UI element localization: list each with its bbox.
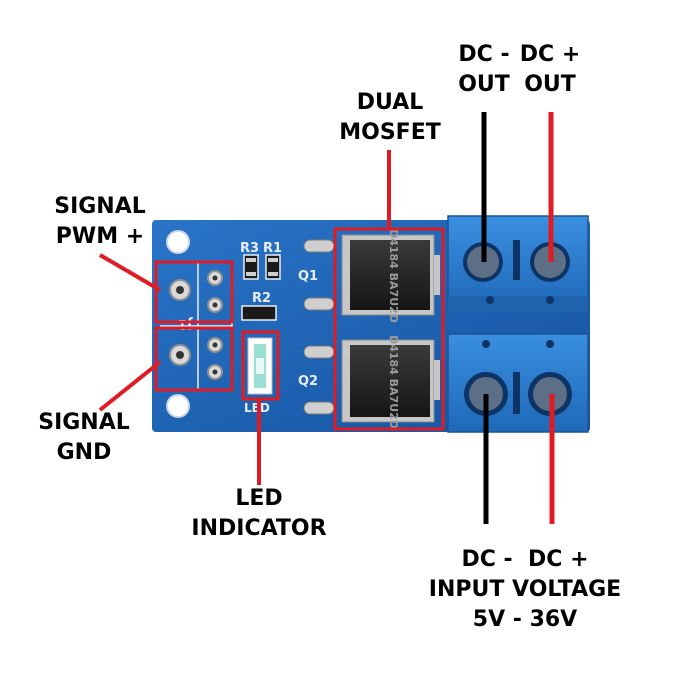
label-signal-gnd-line2: GND [56,440,112,465]
label-dc-input: DC - DC + INPUT VOLTAGE 5V - 36V [410,545,640,635]
terminal-block-in [447,333,589,433]
mounting-hole-bottom [166,394,190,418]
label-dc-out-plus-line2: OUT [524,72,576,97]
label-dc-out-minus-line1: DC - [458,42,510,67]
label-dc-input-line1: DC - DC + [461,547,589,572]
led-component [247,337,273,395]
silk-r1: R1 [263,241,282,256]
label-signal-pwm: SIGNAL PWM + [40,192,160,252]
pointer-pwm [98,253,162,292]
label-dc-out-plus: DC + OUT [510,40,590,100]
silk-r2: R2 [252,291,271,306]
mosfet-q1-marking: D4184 BA7U2D [387,229,400,323]
pointer-lines [98,112,555,524]
highlight-gnd [154,326,234,392]
mosfet-q1 [341,234,440,316]
mosfet-q2-marking: D4184 BA7U2D [387,335,400,429]
label-dual-mosfet-line1: DUAL [356,90,424,115]
label-signal-gnd-line1: SIGNAL [38,410,130,435]
silk-q2: Q2 [298,374,318,389]
pointer-gnd [98,360,162,412]
smd-resistors [241,254,281,321]
header-j1 [160,261,233,391]
label-signal-pwm-line1: SIGNAL [54,194,146,219]
label-dual-mosfet-line2: MOSFET [339,120,441,145]
label-dc-input-line3: 5V - 36V [472,607,578,632]
label-dual-mosfet: DUAL MOSFET [325,88,455,148]
mosfet-leads [303,239,335,415]
label-dc-input-line2: INPUT VOLTAGE [428,577,622,602]
label-led-indicator-line2: INDICATOR [191,516,327,541]
label-led-indicator-line1: LED [235,486,283,511]
label-dc-out-minus: DC - OUT [444,40,524,100]
label-signal-pwm-line2: PWM + [55,224,145,249]
silk-led: LED [244,401,270,415]
label-signal-gnd: SIGNAL GND [24,408,144,468]
label-dc-out-plus-line1: DC + [519,42,581,67]
terminal-block-out [447,215,589,312]
mounting-hole-top [166,230,190,254]
highlight-led [241,330,280,401]
mosfet-q2 [341,339,440,423]
label-dc-out-minus-line2: OUT [458,72,510,97]
silk-q1: Q1 [298,269,318,284]
label-led-indicator: LED INDICATOR [189,484,329,544]
silk-r3: R3 [240,241,259,256]
highlight-pwm [154,260,234,324]
